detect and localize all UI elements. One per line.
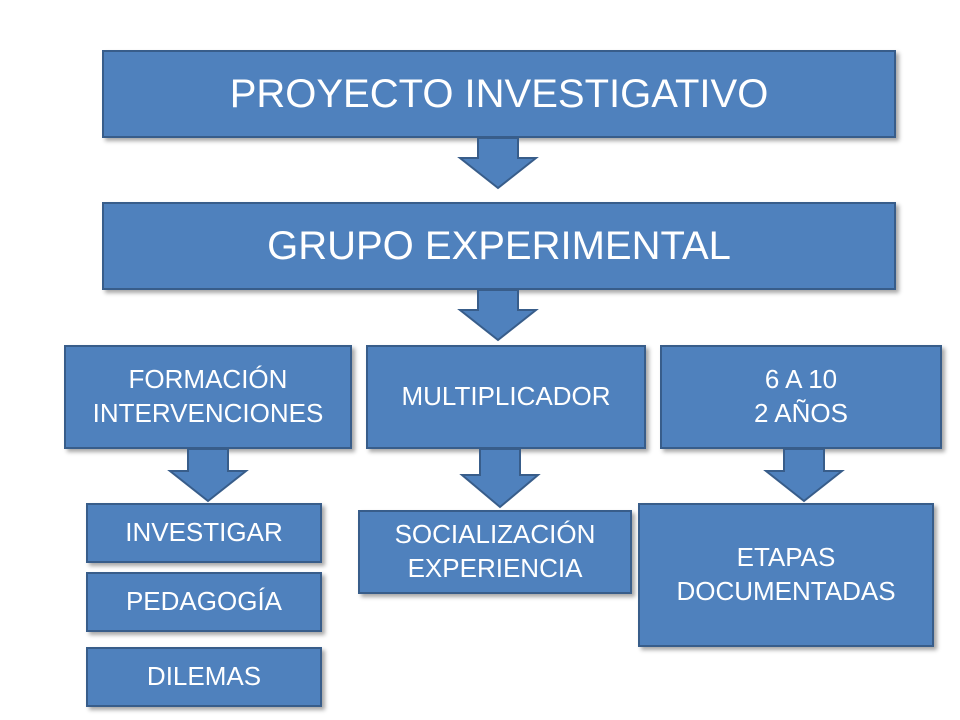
down-arrow-icon: [167, 448, 249, 503]
down-arrow-icon: [457, 289, 539, 342]
down-arrow-icon: [459, 448, 541, 509]
multiplicador-label: MULTIPLICADOR: [401, 381, 611, 412]
socializacion-experiencia-box: SOCIALIZACIÓN EXPERIENCIA: [358, 510, 632, 594]
investigar-label: INVESTIGAR: [125, 517, 283, 548]
grupo-experimental-box: GRUPO EXPERIMENTAL: [102, 202, 896, 290]
multiplicador-box: MULTIPLICADOR: [366, 345, 646, 449]
seis-a-diez-box: 6 A 10 2 AÑOS: [660, 345, 942, 449]
dilemas-box: DILEMAS: [86, 647, 322, 707]
etapas-documentadas-box: ETAPAS DOCUMENTADAS: [638, 503, 934, 647]
down-arrow-icon: [763, 448, 845, 503]
proyecto-investigativo-box: PROYECTO INVESTIGATIVO: [102, 50, 896, 138]
dilemas-label: DILEMAS: [146, 661, 262, 692]
grupo-experimental-label: GRUPO EXPERIMENTAL: [267, 224, 731, 268]
down-arrow-icon: [457, 137, 539, 190]
pedagogia-label: PEDAGOGÍA: [125, 586, 283, 617]
formacion-intervenciones-box: FORMACIÓN INTERVENCIONES: [64, 345, 352, 449]
pedagogia-box: PEDAGOGÍA: [86, 572, 322, 632]
etapas-documentadas-label: ETAPAS DOCUMENTADAS: [676, 542, 896, 606]
investigar-box: INVESTIGAR: [86, 503, 322, 563]
socializacion-experiencia-label: SOCIALIZACIÓN EXPERIENCIA: [394, 519, 596, 583]
proyecto-investigativo-label: PROYECTO INVESTIGATIVO: [229, 72, 769, 116]
formacion-intervenciones-label: FORMACIÓN INTERVENCIONES: [92, 364, 324, 428]
seis-a-diez-label: 6 A 10 2 AÑOS: [754, 364, 848, 428]
